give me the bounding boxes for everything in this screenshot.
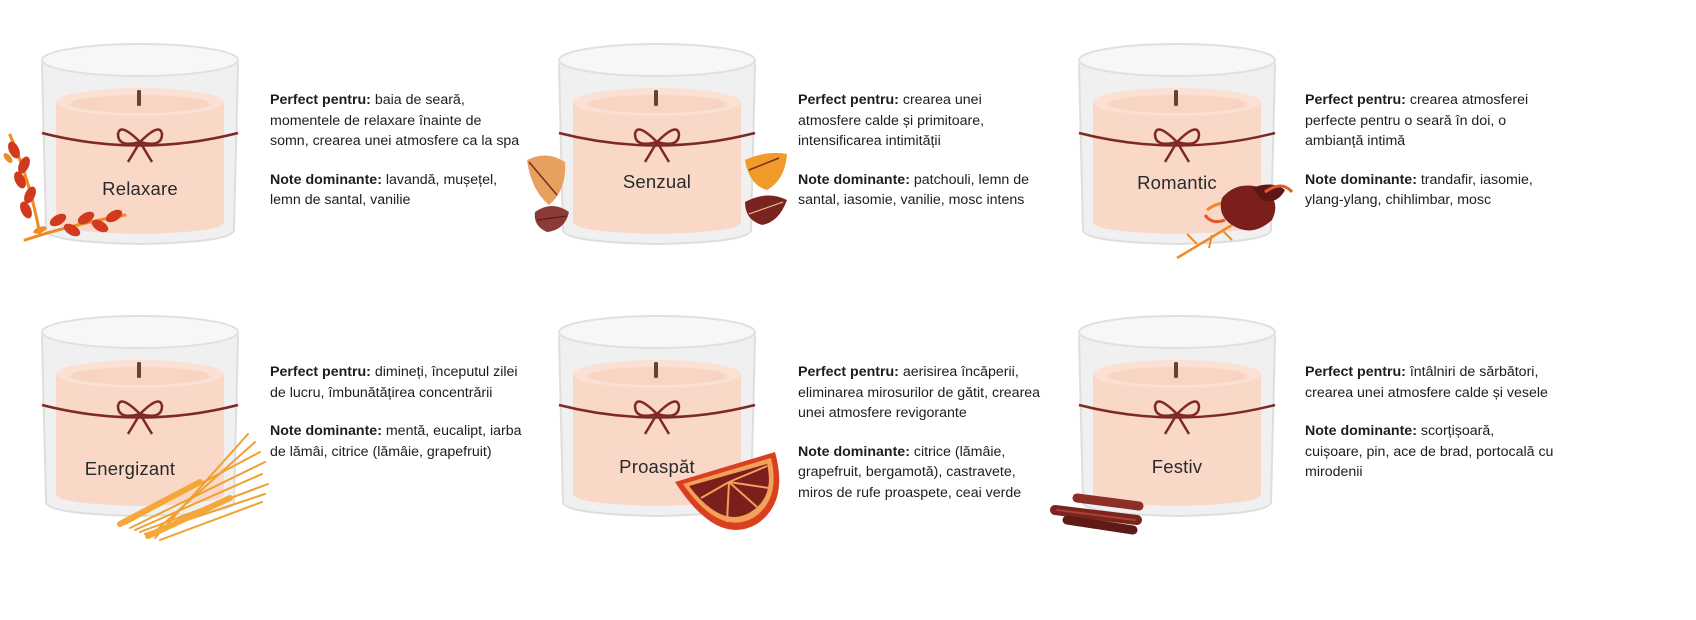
perfect-for-text: Perfect pentru: dimineți, începutul zile… xyxy=(270,364,518,401)
grapefruit-slice-icon xyxy=(675,452,780,531)
candle-card-festiv: Festiv Perfect pentru: întâlniri de sărb… xyxy=(1037,302,1597,562)
candle-description: Perfect pentru: dimineți, începutul zile… xyxy=(270,362,532,480)
candle-description: Perfect pentru: crearea unei atmosfere c… xyxy=(798,90,1048,229)
dominant-notes-text: Note dominante: patchouli, lemn de santa… xyxy=(798,171,1030,209)
candle-description: Perfect pentru: aerisirea încăperii, eli… xyxy=(798,362,1048,521)
dominant-notes-text: Note dominante: mentă, eucalipt, iarba d… xyxy=(270,423,522,460)
candle-illustration: Relaxare xyxy=(0,30,280,290)
autumn-leaves-icon xyxy=(527,152,787,232)
dominant-notes-text: Note dominante: citrice (lămâie, grapefr… xyxy=(798,443,1022,501)
candle-name: Festiv xyxy=(1151,456,1203,477)
candle-description: Perfect pentru: baia de seară, momentele… xyxy=(270,90,520,229)
candle-description: Perfect pentru: crearea atmosferei perfe… xyxy=(1305,90,1565,229)
perfect-for-text: Perfect pentru: întâlniri de sărbători, … xyxy=(1305,364,1548,401)
perfect-for-text: Perfect pentru: aerisirea încăperii, eli… xyxy=(798,364,1041,421)
perfect-for-text: Perfect pentru: crearea atmosferei perfe… xyxy=(1305,92,1529,149)
candle-card-senzual: Senzual Perfect pentru: crearea unei atm… xyxy=(517,30,1077,290)
dominant-notes-text: Note dominante: scorțișoară, cuișoare, p… xyxy=(1305,423,1554,480)
lemongrass-icon xyxy=(117,433,269,541)
candle-illustration: Senzual xyxy=(517,30,797,290)
dominant-notes-text: Note dominante: lavandă, mușețel, lemn d… xyxy=(270,171,498,209)
candle-illustration: Festiv xyxy=(1037,302,1317,562)
candle-name: Senzual xyxy=(622,171,692,192)
lavender-icon xyxy=(3,133,127,242)
rose-bud-icon xyxy=(1176,184,1294,260)
candle-card-proaspat: Proaspăt Perfect pentru: aerisirea încăp… xyxy=(517,302,1077,562)
candle-card-relaxare: Relaxare Perfect pentru: baia de seară, … xyxy=(0,30,560,290)
candle-card-romantic: Romantic Perfect pentru: crearea atmosfe… xyxy=(1037,30,1597,290)
candle-illustration: Energizant xyxy=(0,302,280,562)
candle-name: Relaxare xyxy=(102,178,178,199)
dominant-notes-text: Note dominante: trandafir, iasomie, ylan… xyxy=(1305,171,1533,209)
candle-card-energizant: Energizant Perfect pentru: dimineți, înc… xyxy=(0,302,560,562)
candle-description: Perfect pentru: întâlniri de sărbători, … xyxy=(1305,362,1555,501)
candle-name: Proaspăt xyxy=(619,456,695,477)
candle-name: Energizant xyxy=(84,458,176,479)
perfect-for-text: Perfect pentru: baia de seară, momentele… xyxy=(270,92,520,149)
candle-illustration: Proaspăt xyxy=(517,302,797,562)
perfect-for-text: Perfect pentru: crearea unei atmosfere c… xyxy=(798,92,985,149)
cinnamon-sticks-icon xyxy=(1050,493,1144,535)
candle-illustration: Romantic xyxy=(1037,30,1317,290)
candle-name: Romantic xyxy=(1137,172,1217,193)
